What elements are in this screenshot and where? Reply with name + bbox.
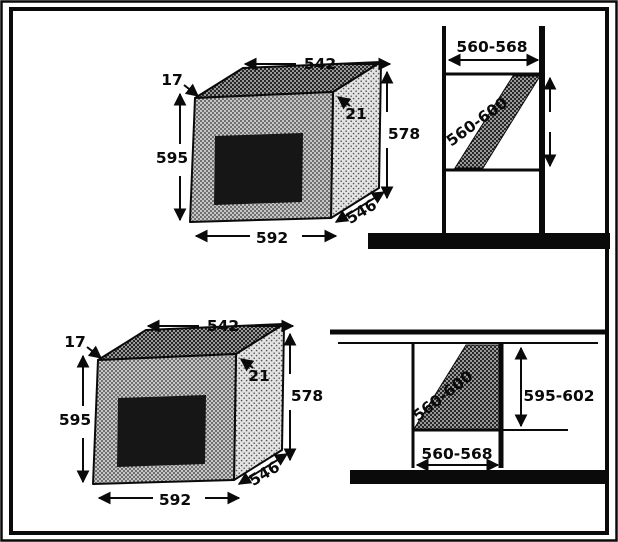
dim-height-right-label: 578: [388, 125, 420, 143]
dim-height-right-label: 578: [291, 387, 323, 405]
under-counter-cutout: 560-600 595-602 560-568: [330, 329, 608, 484]
dim-top-width-label: 542: [207, 317, 239, 335]
dim-height-left-label: 595: [59, 411, 91, 429]
cabinet-niche-width-label: 560-568: [456, 38, 527, 56]
oven-isometric-top: 542 17 21 578 595 546 592: [156, 55, 420, 247]
dim-bottom-width-label: 592: [159, 491, 191, 509]
dim-flange-arrow: [86, 345, 103, 359]
dim-lip-label: 21: [248, 367, 270, 385]
under-counter-width-label: 560-568: [421, 445, 492, 463]
cabinet-floor-bar: [368, 233, 610, 249]
dim-flange-label: 17: [64, 333, 86, 351]
dim-depth-arrow: [237, 453, 289, 485]
dim-flange-label: 17: [161, 71, 183, 89]
niche-depth-shading: [454, 75, 541, 169]
dim-lip-label: 21: [345, 105, 367, 123]
dim-height-left-label: 595: [156, 149, 188, 167]
inner-border: [9, 7, 609, 535]
dim-lip-arrow: [239, 358, 255, 372]
dim-top-width-label: 542: [304, 55, 336, 73]
under-counter-floor-bar: [350, 470, 608, 484]
dim-flange-arrow: [183, 83, 200, 97]
under-counter-height-label: 595-602: [523, 387, 594, 405]
oven-door-window: [214, 133, 303, 205]
dim-lip-arrow: [336, 96, 352, 110]
dim-bottom-width-label: 592: [256, 229, 288, 247]
tall-cabinet-cutout: 560-568 560-600: [368, 26, 610, 249]
oven-door-window: [117, 395, 206, 467]
dim-depth-arrow: [334, 191, 386, 223]
